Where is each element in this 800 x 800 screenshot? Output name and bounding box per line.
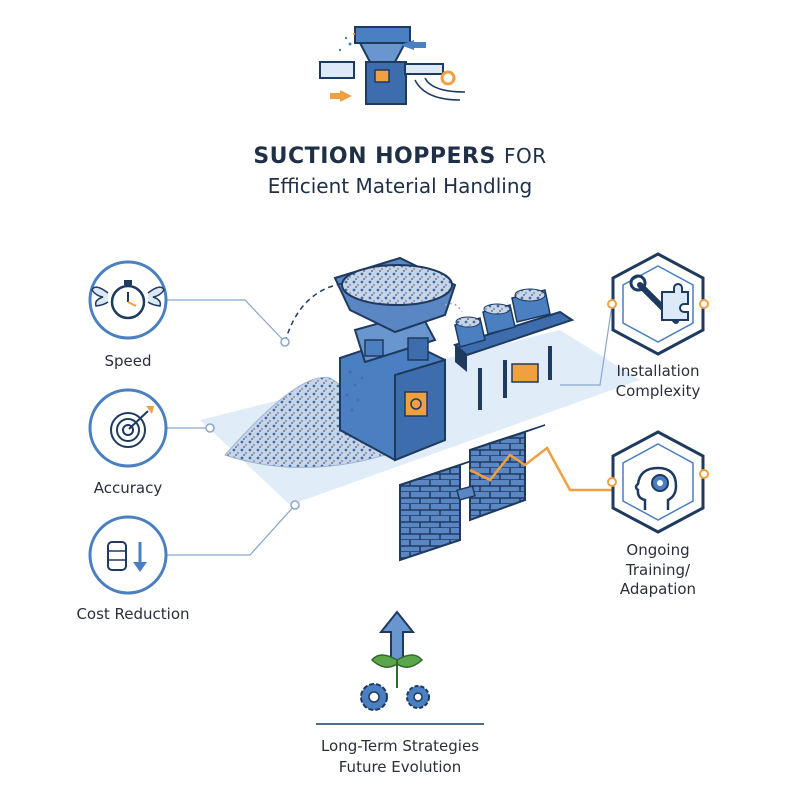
bin bbox=[482, 303, 516, 335]
suction-hopper bbox=[284, 256, 457, 462]
ongoing-training-label: Ongoing Training/ Adapation bbox=[598, 541, 718, 600]
connector-dot bbox=[280, 337, 290, 347]
page-title: SUCTION HOPPERS FOR bbox=[0, 144, 800, 169]
head-gear-icon bbox=[607, 430, 709, 534]
conveyor bbox=[444, 288, 575, 410]
ongoing-line: Ongoing bbox=[626, 541, 690, 559]
coins-down-arrow-icon bbox=[88, 515, 168, 595]
adapation-line: Adapation bbox=[619, 580, 697, 598]
brick-wall bbox=[399, 424, 546, 562]
future-evolution-label: Future Evolution bbox=[338, 758, 462, 776]
hopper-machine-icon bbox=[319, 26, 466, 105]
speed-label: Speed bbox=[104, 352, 152, 370]
page-subtitle: Efficient Material Handling bbox=[267, 174, 533, 198]
bin bbox=[511, 288, 551, 323]
title-bold: SUCTION HOPPERS bbox=[253, 144, 496, 169]
installation-line: Installation bbox=[616, 362, 700, 380]
target-icon bbox=[88, 388, 168, 468]
connector-dot bbox=[290, 500, 300, 510]
growth-gears-icon bbox=[316, 610, 484, 725]
connector-dot bbox=[205, 423, 215, 433]
accuracy-label: Accuracy bbox=[93, 479, 163, 497]
bin bbox=[454, 316, 486, 348]
cost-reduction-label: Cost Reduction bbox=[76, 605, 190, 623]
complexity-line: Complexity bbox=[615, 381, 701, 400]
stopwatch-wings-icon bbox=[88, 260, 168, 340]
trend-line bbox=[469, 446, 612, 492]
training-line: Training/ bbox=[625, 560, 691, 579]
installation-complexity-label: Installation Complexity bbox=[598, 362, 718, 401]
long-term-strategies-label: Long-Term Strategies bbox=[320, 737, 480, 755]
wrench-puzzle-icon bbox=[607, 252, 709, 356]
title-suffix: FOR bbox=[504, 144, 547, 168]
